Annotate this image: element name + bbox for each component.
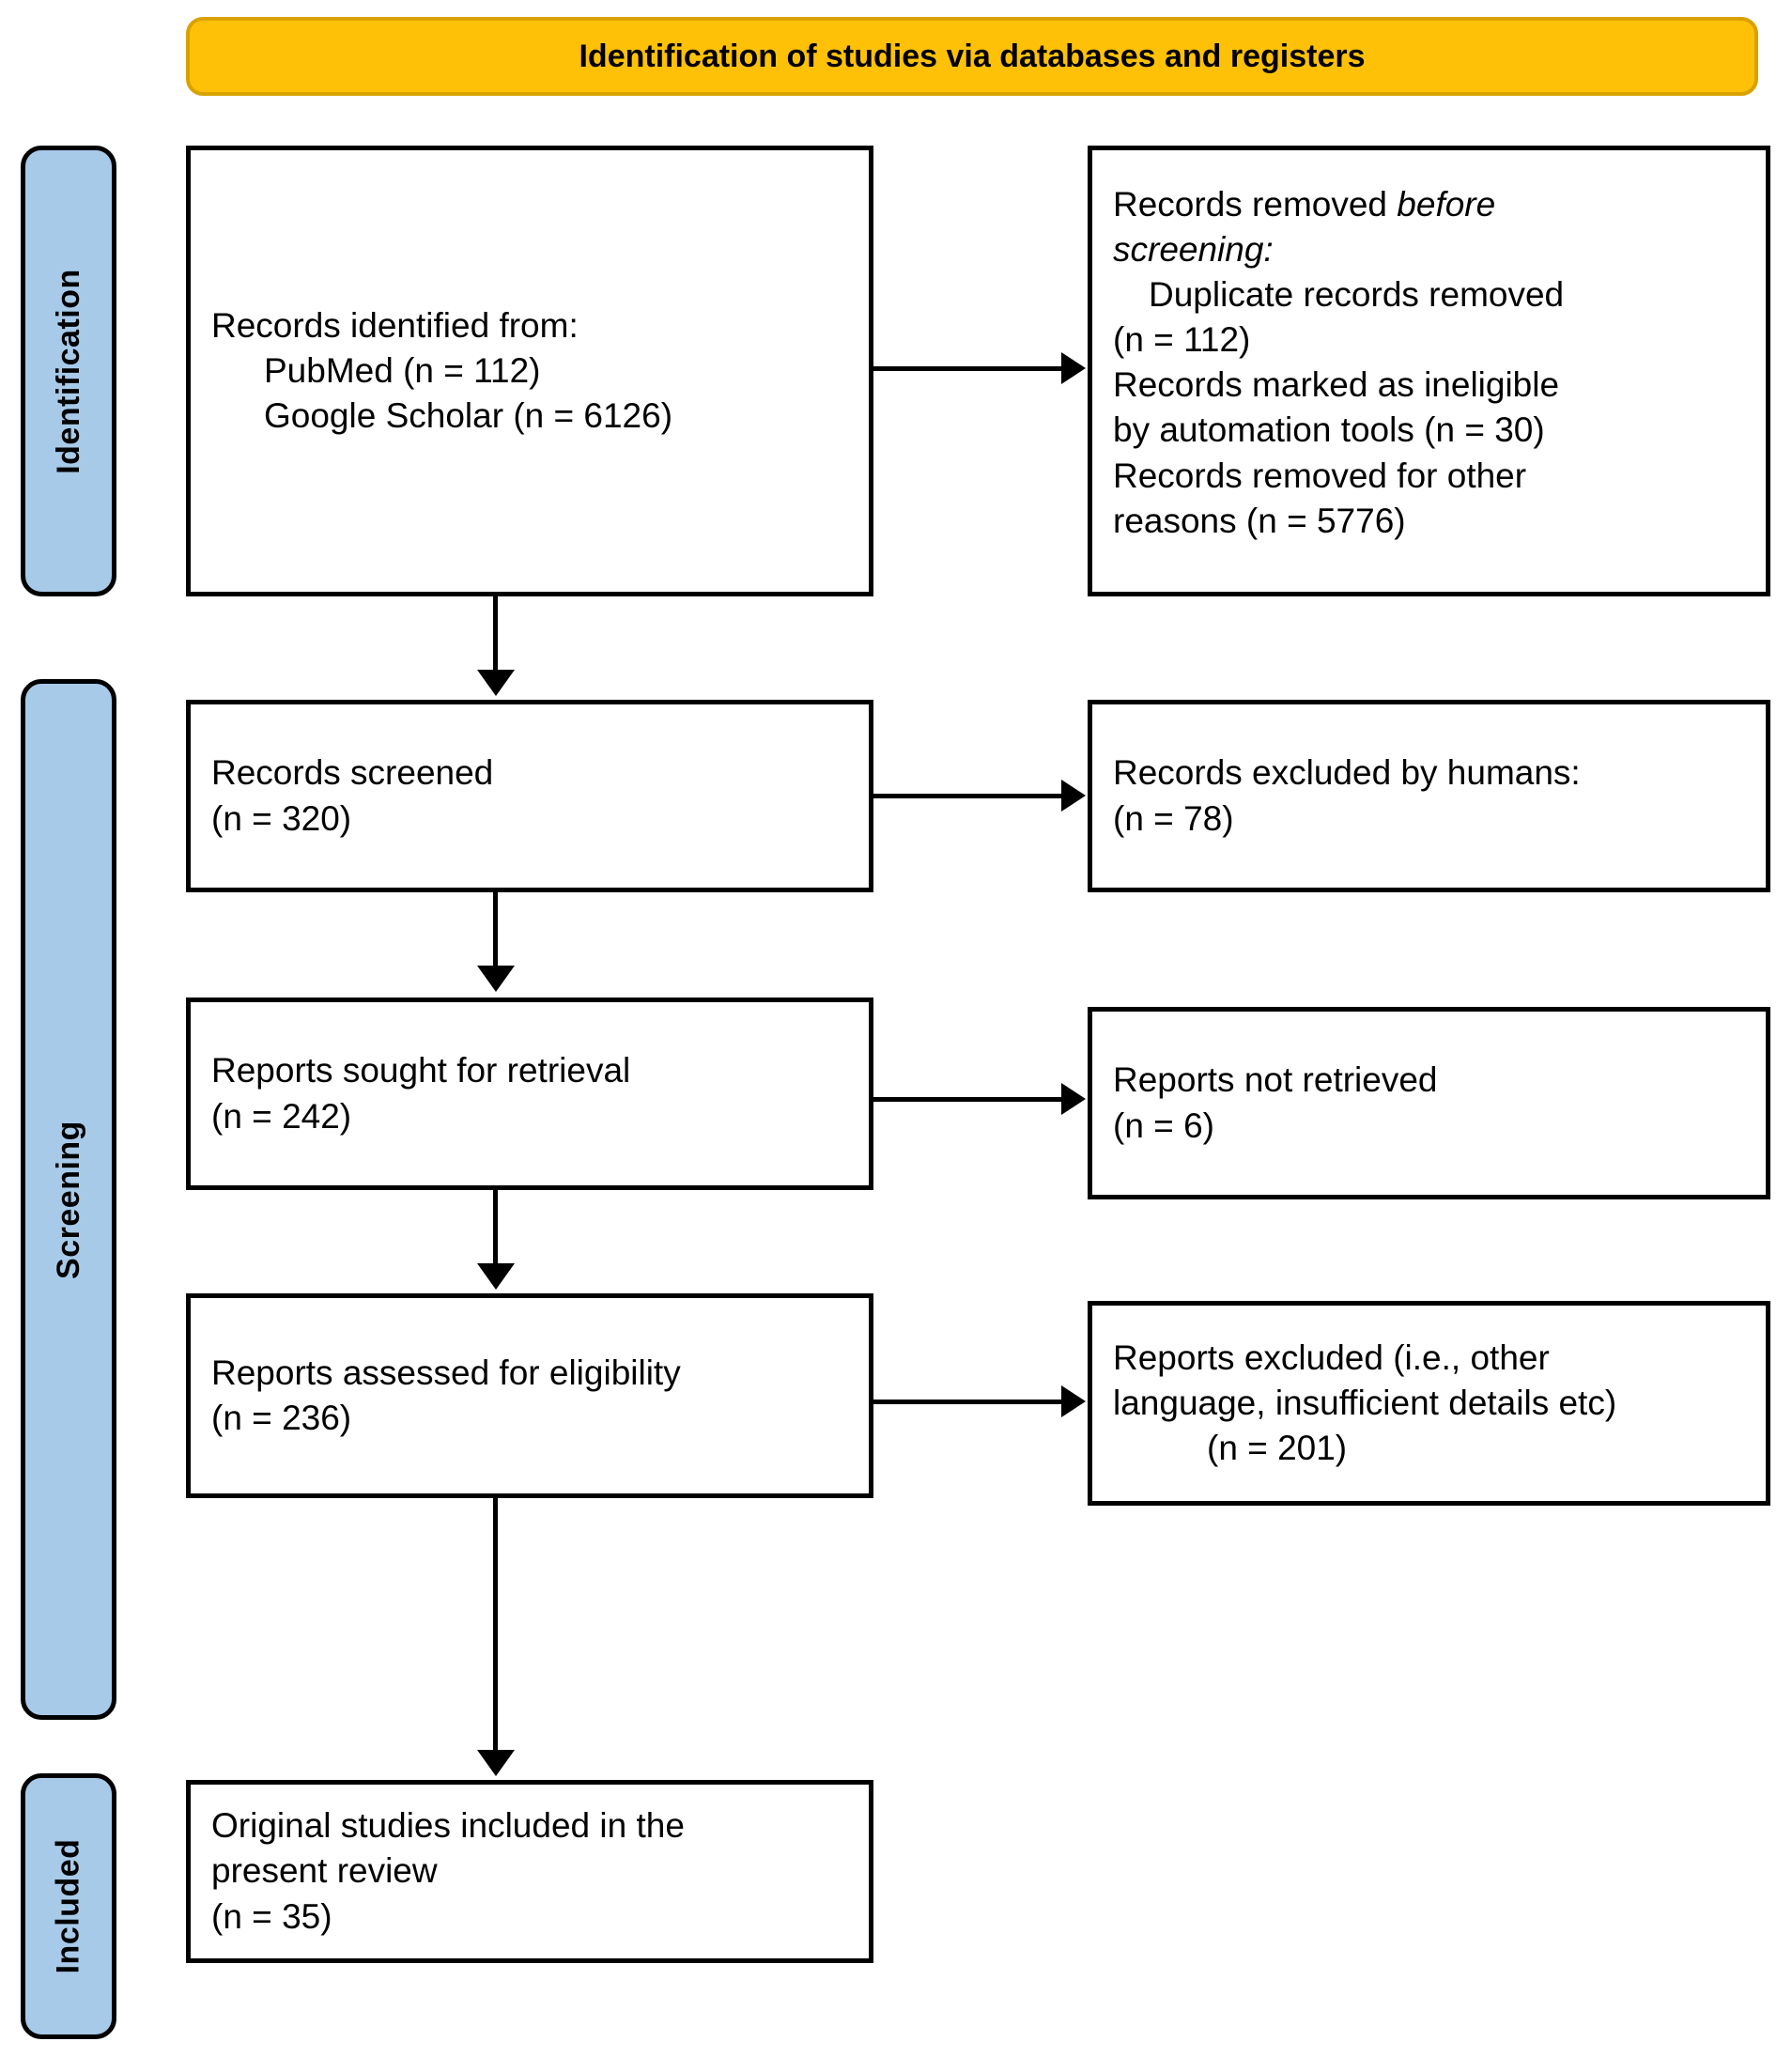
box-line: reasons (n = 5776) bbox=[1113, 501, 1406, 540]
box-line: (n = 320) bbox=[211, 798, 352, 838]
connector-screened-to-excluded bbox=[873, 794, 1061, 798]
connector-sought-to-not-retrieved bbox=[873, 1097, 1061, 1102]
stage-label-screening: Screening bbox=[21, 679, 116, 1720]
box-line: Reports not retrieved bbox=[1113, 1060, 1438, 1100]
box-line: Records marked as ineligible bbox=[1113, 365, 1560, 405]
box-line: PubMed (n = 112) bbox=[264, 350, 541, 390]
box-records-screened: Records screened (n = 320) bbox=[186, 700, 873, 892]
box-reports-excluded: Reports excluded (i.e., other language, … bbox=[1088, 1301, 1770, 1506]
box-line: present review bbox=[211, 1851, 438, 1891]
box-line: Reports assessed for eligibility bbox=[211, 1353, 681, 1392]
phase-header-label: Identification of studies via databases … bbox=[579, 38, 1366, 74]
box-line: (n = 6) bbox=[1113, 1106, 1214, 1145]
box-line: (n = 78) bbox=[1113, 798, 1234, 838]
box-line: Duplicate records removed bbox=[1149, 275, 1565, 315]
arrowhead-identified-to-screened bbox=[477, 670, 515, 696]
box-line-text: Records removed bbox=[1113, 185, 1398, 224]
box-records-identified: Records identified from: PubMed (n = 112… bbox=[186, 146, 873, 596]
connector-sought-to-assessed bbox=[493, 1190, 498, 1263]
box-line: Reports sought for retrieval bbox=[211, 1051, 631, 1090]
box-line: (n = 112) bbox=[1113, 320, 1251, 360]
box-line: Reports excluded (i.e., other bbox=[1113, 1338, 1550, 1377]
connector-identified-to-screened bbox=[493, 596, 498, 670]
box-line: (n = 201) bbox=[1207, 1429, 1348, 1468]
box-line: (n = 242) bbox=[211, 1096, 352, 1136]
box-line: Records screened bbox=[211, 753, 494, 793]
stage-label-included-text: Included bbox=[50, 1838, 86, 1974]
box-line: Records identified from: bbox=[211, 305, 579, 345]
connector-assessed-to-excluded bbox=[873, 1400, 1061, 1404]
box-line: (n = 236) bbox=[211, 1399, 352, 1437]
box-reports-not-retrieved: Reports not retrieved (n = 6) bbox=[1088, 1007, 1770, 1199]
box-line: by automation tools (n = 30) bbox=[1113, 410, 1545, 450]
box-records-removed: Records removed before screening: Duplic… bbox=[1088, 146, 1770, 596]
box-line-emphasis: before bbox=[1397, 185, 1496, 224]
box-reports-sought: Reports sought for retrieval (n = 242) bbox=[186, 998, 873, 1190]
box-line: Records removed for other bbox=[1113, 456, 1527, 495]
arrowhead-sought-to-assessed bbox=[477, 1263, 515, 1290]
box-reports-assessed: Reports assessed for eligibility (n = 23… bbox=[186, 1293, 873, 1498]
phase-header-identification: Identification of studies via databases … bbox=[186, 17, 1758, 96]
box-line: language, insufficient details etc) bbox=[1113, 1383, 1617, 1422]
arrowhead-sought-to-not-retrieved bbox=[1061, 1083, 1086, 1115]
arrowhead-assessed-to-included bbox=[477, 1750, 515, 1776]
box-line: (n = 35) bbox=[211, 1896, 332, 1936]
connector-identified-to-removed bbox=[873, 366, 1061, 371]
stage-label-included: Included bbox=[21, 1773, 116, 2039]
arrowhead-identified-to-removed bbox=[1061, 352, 1086, 384]
connector-screened-to-sought bbox=[493, 892, 498, 966]
arrowhead-assessed-to-excluded bbox=[1061, 1385, 1086, 1417]
box-records-excluded: Records excluded by humans: (n = 78) bbox=[1088, 700, 1770, 892]
box-line: screening: bbox=[1113, 230, 1274, 270]
stage-label-identification-text: Identification bbox=[50, 268, 86, 474]
arrowhead-screened-to-excluded bbox=[1061, 780, 1086, 812]
stage-label-screening-text: Screening bbox=[50, 1120, 86, 1279]
box-line: Original studies included in the bbox=[211, 1806, 685, 1846]
box-line: Records removed before bbox=[1113, 182, 1745, 227]
connector-assessed-to-included bbox=[493, 1498, 498, 1750]
stage-label-identification: Identification bbox=[21, 146, 116, 596]
arrowhead-screened-to-sought bbox=[477, 966, 515, 992]
box-line: Google Scholar (n = 6126) bbox=[264, 396, 673, 436]
box-line: Records excluded by humans: bbox=[1113, 753, 1581, 793]
box-studies-included: Original studies included in the present… bbox=[186, 1780, 873, 1963]
